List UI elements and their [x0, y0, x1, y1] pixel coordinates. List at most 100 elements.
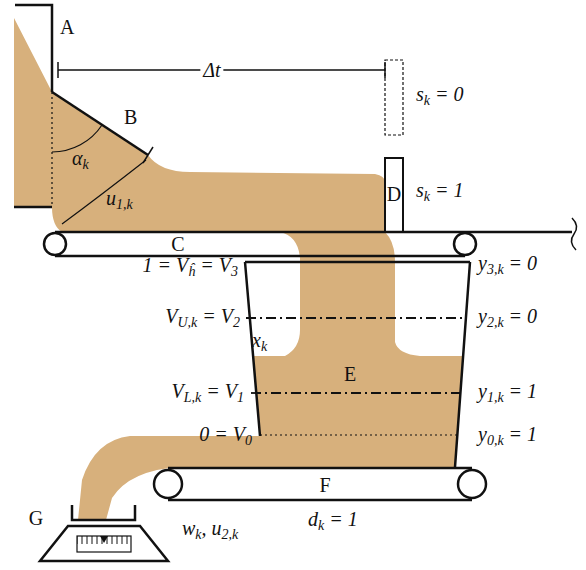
volume-label: VL,k = V1 [172, 380, 244, 406]
output-label: wk, u2,k [182, 517, 238, 543]
subscript: L,k [184, 390, 202, 405]
hopper [245, 262, 470, 467]
silo-bottom [14, 206, 52, 209]
silo-wall [15, 5, 52, 92]
scale-body [40, 526, 168, 561]
part-letter: D [387, 183, 401, 205]
plate [52, 92, 148, 155]
subscript: 2,k [222, 527, 239, 542]
dimension-label: Δt [200, 59, 223, 81]
part-letter: G [29, 507, 43, 529]
label-text: A [60, 16, 74, 38]
label-text: 0 = V [199, 423, 245, 445]
label-text: V [172, 380, 184, 402]
label-text: = 1 [435, 179, 464, 201]
input-label: u1,k [106, 187, 133, 213]
part-letter: F [319, 474, 330, 496]
sand-lower [78, 356, 463, 520]
sensor-label: y1,k = 1 [478, 380, 537, 406]
label-text: w [182, 517, 195, 539]
level-label: xk [252, 329, 267, 355]
state-label: sk = 1 [416, 179, 464, 205]
label-text: α [72, 147, 83, 169]
subscript: U,k [177, 315, 197, 330]
level-upper [246, 317, 466, 319]
label-text: = 1 [509, 380, 538, 402]
subscript: 1,k [487, 390, 504, 405]
label-text: s [416, 83, 424, 105]
subscript: 3 [231, 264, 238, 279]
part-letter: B [124, 106, 137, 128]
label-text: F [319, 474, 330, 496]
volume-label: 1 = Vĥ= V3 [143, 254, 238, 280]
label-text: E [344, 363, 356, 385]
state-label: dk = 1 [308, 508, 358, 534]
subscript: k [424, 93, 430, 108]
part-letter: C [171, 233, 184, 255]
label-text: y [478, 380, 487, 402]
subscript: k [195, 527, 201, 542]
label-text: = 1 [509, 423, 538, 445]
part-letter: A [60, 16, 74, 38]
subscript: k [83, 157, 89, 172]
label-text: = 0 [509, 305, 538, 327]
belt [168, 468, 472, 500]
label-text: y [478, 423, 487, 445]
roller [454, 233, 476, 255]
label-text: x [252, 329, 261, 351]
label-text: D [387, 183, 401, 205]
subscript: k [318, 518, 324, 533]
belt [55, 232, 572, 256]
gate-open [385, 60, 403, 135]
opening-arc [62, 160, 146, 224]
subscript: 3,k [487, 262, 504, 277]
sensor-label: y2,k = 0 [478, 305, 537, 331]
volume-label: VU,k = V2 [165, 305, 240, 331]
label-text: G [29, 507, 43, 529]
subscript: 0 [245, 433, 252, 448]
sensor-label: y0,k = 1 [478, 423, 537, 449]
subscript: 0,k [487, 433, 504, 448]
label-text: = V [200, 254, 231, 276]
label-text: = V [206, 380, 237, 402]
subscript: 1,k [116, 197, 133, 212]
scale-pointer [100, 536, 108, 543]
scale-display [77, 536, 131, 552]
subscript: 2,k [487, 315, 504, 330]
label-text: d [308, 508, 318, 530]
label-text: = 0 [509, 252, 538, 274]
subscript: k [424, 189, 430, 204]
sand-upper [14, 18, 420, 356]
state-label: sk = 0 [416, 83, 464, 109]
label-text: = 0 [435, 83, 464, 105]
label-text: B [124, 106, 137, 128]
label-text: C [171, 233, 184, 255]
subscript: 2 [233, 315, 240, 330]
roller [154, 470, 182, 498]
dotted-vertical [51, 92, 52, 207]
gate [385, 158, 403, 232]
label-text: = V [202, 305, 233, 327]
roller [458, 470, 486, 498]
label-text: V [165, 305, 177, 327]
label-text: 1 = V [143, 254, 189, 276]
level-lower [251, 392, 461, 394]
roller [44, 233, 66, 255]
break-mark [571, 218, 576, 250]
part-letter: E [344, 363, 356, 385]
label-text: y [478, 305, 487, 327]
scale-bin [72, 505, 135, 520]
label-text: = 1 [329, 508, 358, 530]
angle-label: αk [72, 147, 89, 173]
subscript: 1 [237, 390, 244, 405]
label-text: s [416, 179, 424, 201]
label-text: Δt [203, 59, 220, 81]
level-zero [260, 434, 457, 435]
volume-label: 0 = V0 [199, 423, 252, 449]
sensor-label: y3,k= 0 [478, 252, 537, 278]
subscript: k [261, 339, 267, 354]
label-text: u [106, 187, 116, 209]
